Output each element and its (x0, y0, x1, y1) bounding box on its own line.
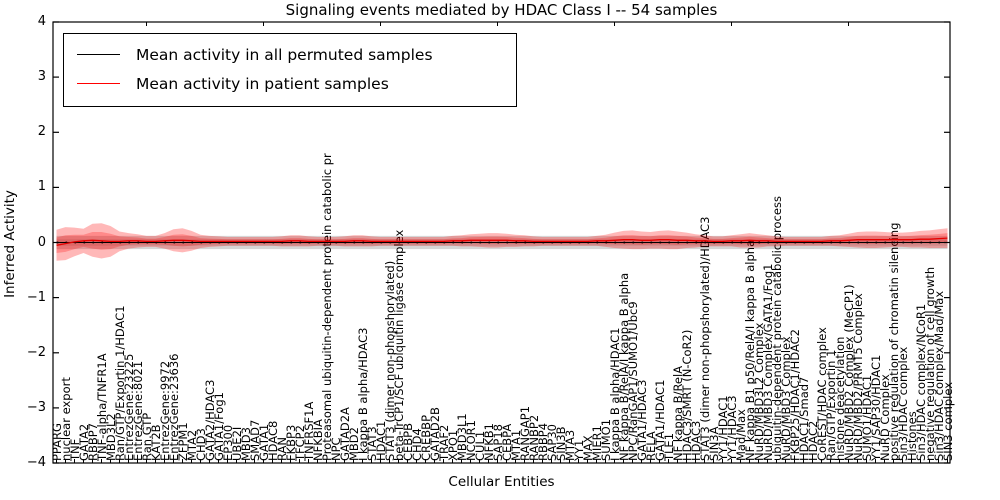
chart-title: Signaling events mediated by HDAC Class … (285, 1, 718, 19)
x-category-label: SIN3 complex (940, 381, 955, 461)
y-tick-label: 1 (37, 179, 46, 195)
patient-band (56, 223, 948, 261)
permuted-band (56, 235, 948, 250)
patient-line-swatch (77, 83, 120, 84)
patient-band-inner (56, 232, 948, 253)
legend: Mean activity in all permuted samples Me… (63, 33, 517, 107)
y-tick-label: 3 (37, 69, 46, 85)
x-category-label: STAT3 (dimer non-phopshorylated)/HDAC3 (697, 216, 712, 461)
y-tick-label: −2 (26, 344, 46, 360)
y-tick-label: 0 (37, 234, 46, 250)
permuted-line-swatch (77, 54, 120, 55)
y-tick-label: −4 (26, 455, 46, 470)
legend-entry-permuted: Mean activity in all permuted samples (64, 40, 516, 69)
y-tick-label: −3 (26, 399, 46, 415)
legend-label: Mean activity in all permuted samples (136, 45, 433, 64)
y-tick-label: 2 (37, 124, 46, 140)
x-axis-label: Cellular Entities (448, 474, 555, 490)
x-category-label: Proteasomal ubiquitin-dependent protein … (319, 153, 334, 461)
legend-entry-patient: Mean activity in patient samples (64, 69, 516, 98)
y-tick-label: 4 (37, 14, 46, 29)
permuted-band-inner (56, 239, 948, 246)
legend-label: Mean activity in patient samples (136, 74, 389, 93)
y-tick-label: −1 (26, 289, 46, 305)
patient-mean-line (56, 237, 948, 246)
